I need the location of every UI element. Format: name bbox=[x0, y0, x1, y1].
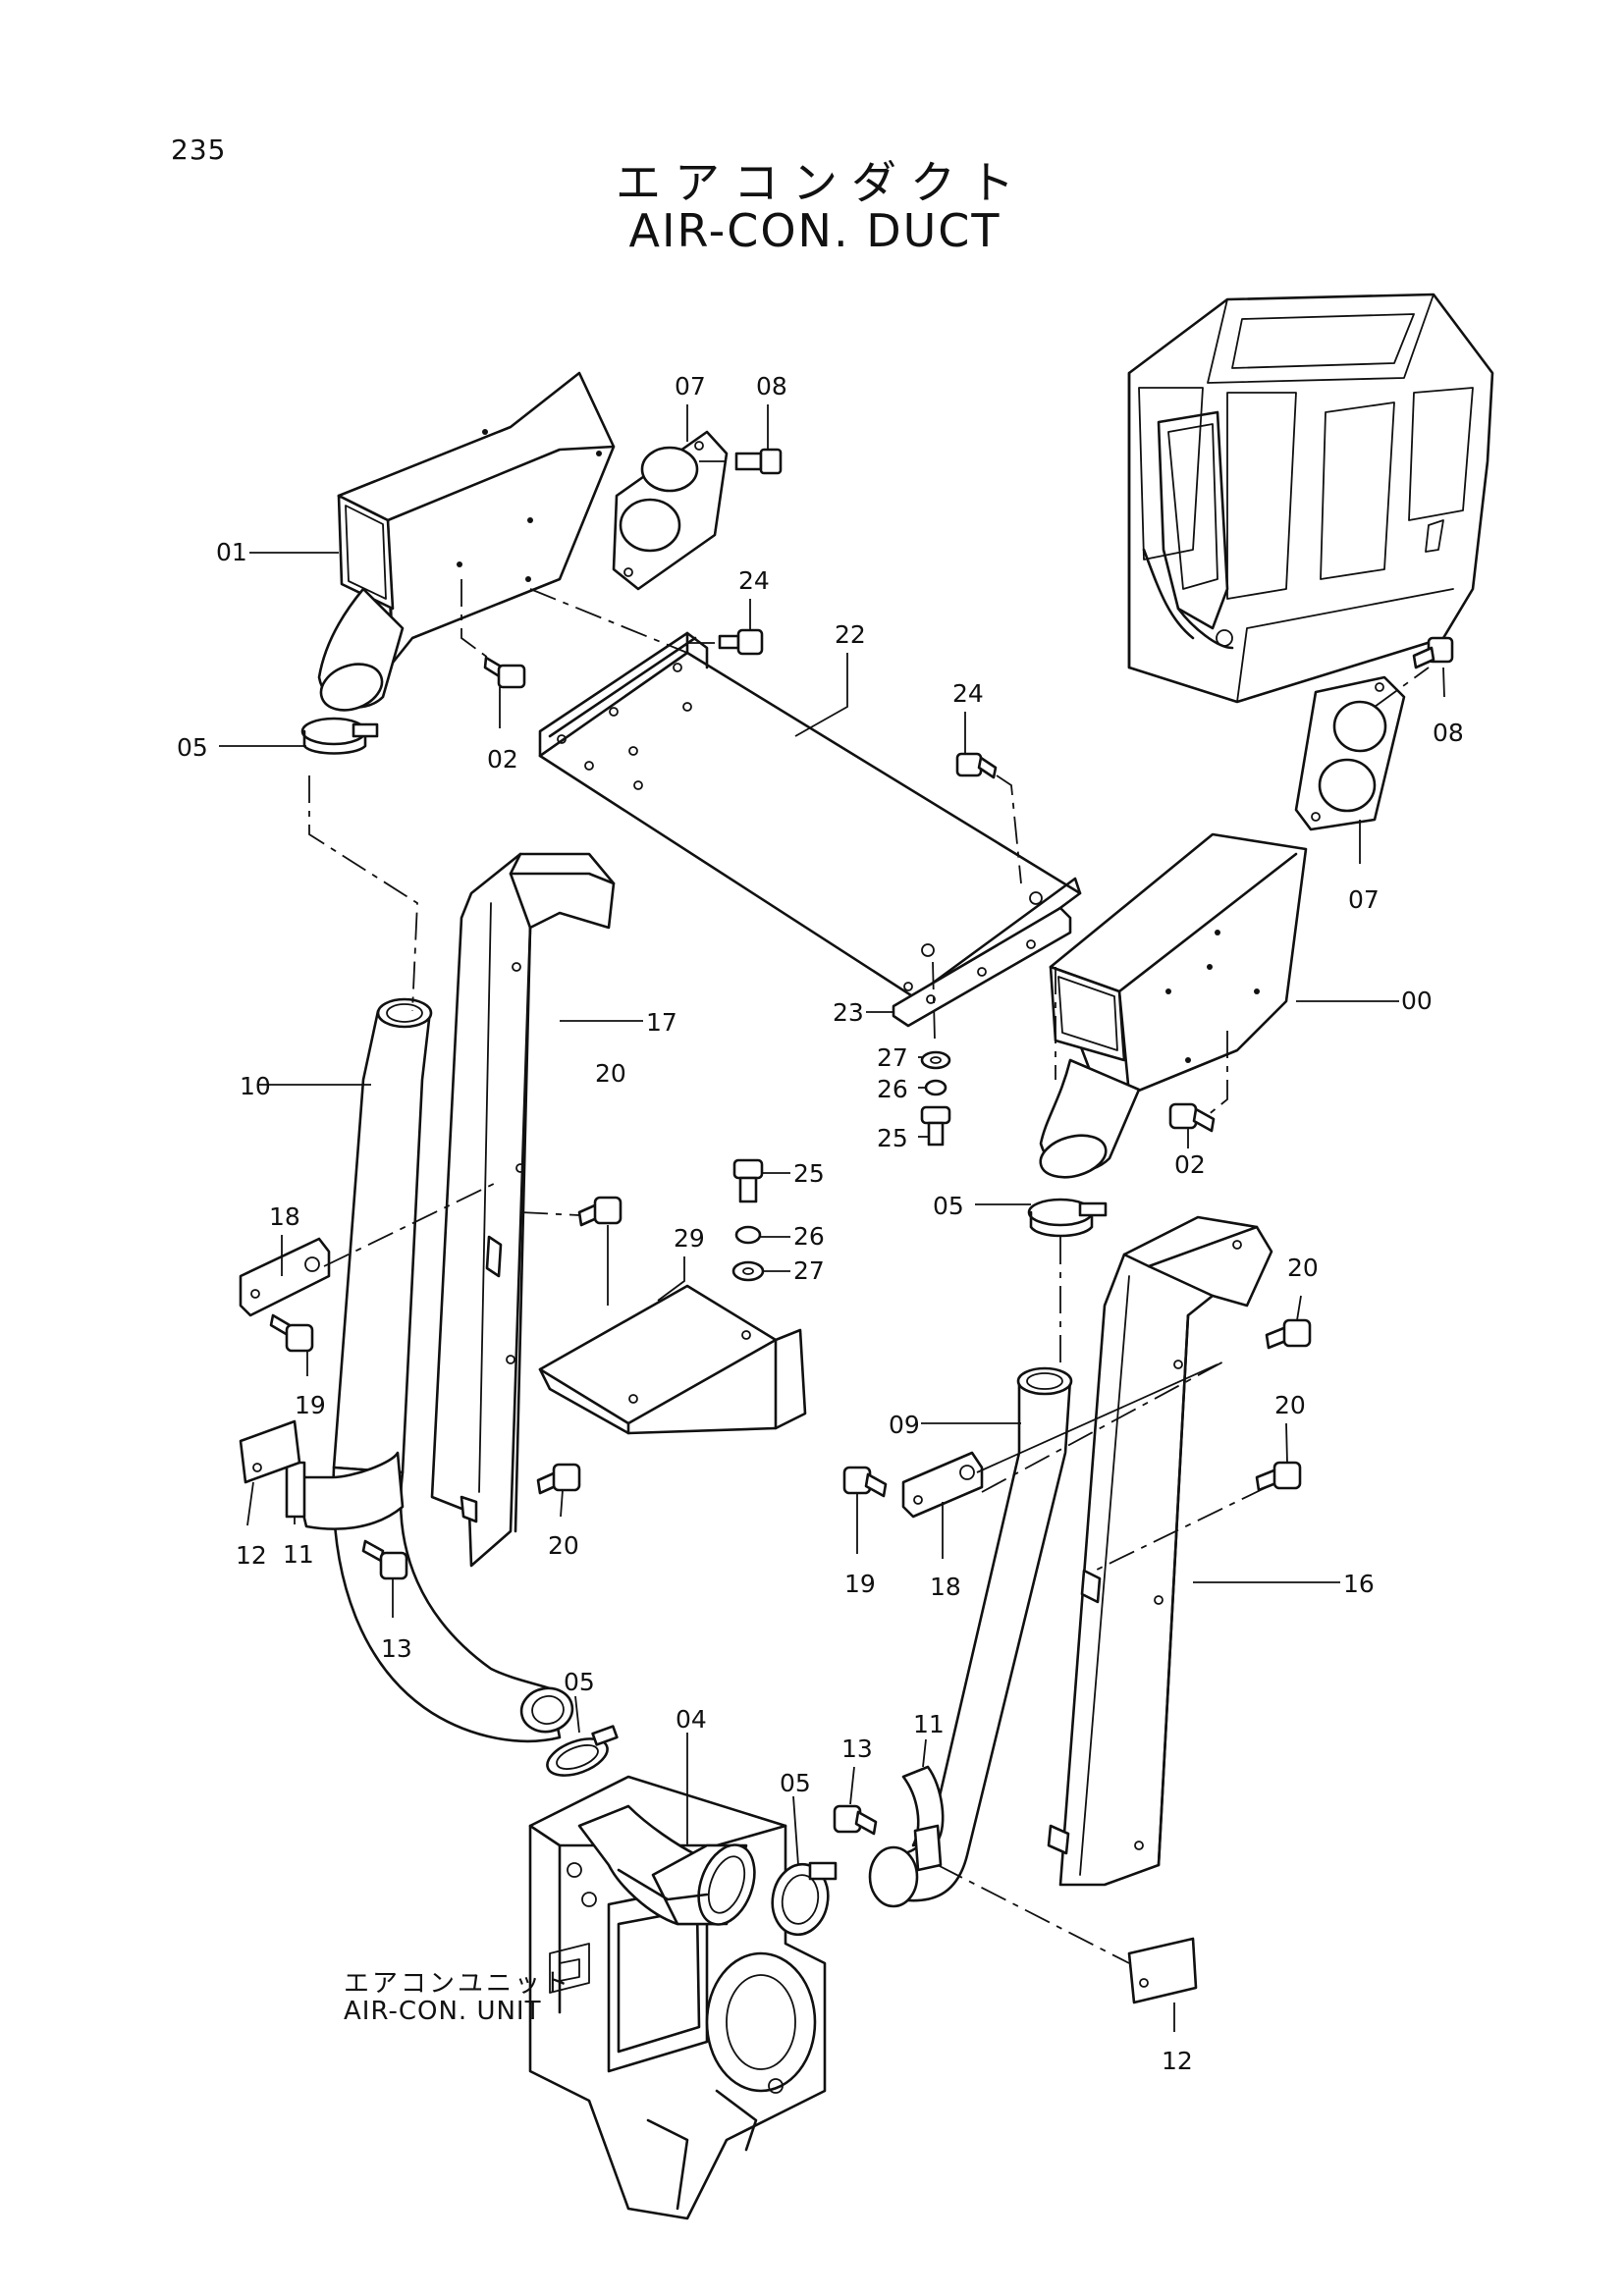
duct-01 bbox=[317, 371, 616, 712]
bolt-08-left bbox=[734, 448, 783, 475]
callout-11: 11 bbox=[913, 1710, 945, 1738]
bolt-02-right bbox=[1168, 1102, 1216, 1133]
callout-07: 07 bbox=[1348, 885, 1380, 914]
callout-20: 20 bbox=[595, 1059, 626, 1088]
plate-07-left bbox=[612, 430, 729, 591]
callout-01: 01 bbox=[216, 538, 247, 566]
callout-16: 16 bbox=[1343, 1570, 1375, 1598]
air-con-unit-label-japanese: エアコンユニット bbox=[344, 1969, 572, 1999]
clamp-11-right bbox=[901, 1765, 945, 1872]
callout-20: 20 bbox=[548, 1531, 579, 1560]
pipe-09 bbox=[868, 1366, 1073, 1908]
diagram-title-japanese: エアコンダクト bbox=[616, 156, 1028, 209]
clamp-05-lower bbox=[771, 1861, 838, 1937]
leader-lines bbox=[219, 404, 1445, 2032]
bracket-18-left bbox=[239, 1237, 331, 1317]
callout-05: 05 bbox=[564, 1668, 595, 1696]
bracket-29 bbox=[538, 1284, 807, 1435]
callout-00: 00 bbox=[1401, 987, 1433, 1015]
washer-27-center bbox=[920, 1050, 951, 1070]
callout-24: 24 bbox=[738, 566, 770, 595]
callout-27: 27 bbox=[793, 1256, 825, 1285]
callout-29: 29 bbox=[674, 1224, 705, 1253]
clamp-05-top-left bbox=[300, 717, 379, 755]
callout-09: 09 bbox=[889, 1411, 920, 1439]
callout-20: 20 bbox=[1287, 1254, 1319, 1282]
bolt-20-left-lower bbox=[536, 1463, 581, 1495]
washer-26-center bbox=[924, 1079, 947, 1096]
bolt-20-right-lower bbox=[1255, 1461, 1302, 1492]
plate-12-right bbox=[1127, 1937, 1198, 2004]
diagram-title-english: AIR-CON. DUCT bbox=[628, 204, 1001, 257]
callout-20: 20 bbox=[1274, 1391, 1306, 1419]
callout-13: 13 bbox=[381, 1634, 412, 1663]
callout-02: 02 bbox=[487, 745, 518, 774]
bracket-23 bbox=[892, 906, 1072, 1028]
tray-22 bbox=[538, 631, 1082, 1008]
callout-12: 12 bbox=[1162, 2047, 1193, 2075]
washer-26-right bbox=[734, 1225, 762, 1245]
pipe-10 bbox=[332, 997, 574, 1743]
callout-05: 05 bbox=[177, 733, 208, 762]
callout-27: 27 bbox=[877, 1043, 908, 1072]
shroud-17 bbox=[430, 852, 616, 1568]
callout-24: 24 bbox=[952, 679, 984, 708]
outlet-04 bbox=[577, 1804, 756, 1926]
callout-11: 11 bbox=[283, 1540, 314, 1569]
bolt-25-center bbox=[920, 1105, 951, 1147]
callout-05: 05 bbox=[933, 1192, 964, 1220]
bolt-25-right bbox=[732, 1158, 764, 1203]
bolt-20-left-upper bbox=[577, 1196, 623, 1227]
duct-00 bbox=[1039, 832, 1308, 1179]
callout-02: 02 bbox=[1174, 1150, 1206, 1179]
page-number: 235 bbox=[171, 133, 227, 166]
bolt-13-left bbox=[361, 1539, 408, 1580]
callout-labels: 01 02 02 00 04 05 05 05 05 07 07 08 08 0… bbox=[177, 372, 1464, 2075]
callout-04: 04 bbox=[676, 1705, 707, 1734]
callout-19: 19 bbox=[295, 1391, 326, 1419]
bolt-02-left bbox=[483, 656, 526, 689]
bracket-18-right bbox=[901, 1451, 984, 1519]
callout-10: 10 bbox=[240, 1072, 271, 1100]
bolt-20-right-upper bbox=[1265, 1318, 1312, 1350]
cab-illustration bbox=[1127, 293, 1494, 704]
callout-19: 19 bbox=[844, 1570, 876, 1598]
plate-07-right bbox=[1294, 675, 1406, 831]
callout-22: 22 bbox=[835, 620, 866, 649]
callout-08: 08 bbox=[756, 372, 787, 400]
bolt-24-upper bbox=[718, 628, 764, 656]
callout-18: 18 bbox=[930, 1573, 961, 1601]
bolt-19-left bbox=[269, 1313, 314, 1353]
callout-05: 05 bbox=[780, 1769, 811, 1797]
air-con-unit-label-english: AIR-CON. UNIT bbox=[344, 1997, 542, 2026]
callout-13: 13 bbox=[841, 1735, 873, 1763]
clamp-05-middle bbox=[546, 1725, 619, 1777]
callout-26: 26 bbox=[877, 1075, 908, 1103]
callout-23: 23 bbox=[833, 998, 864, 1027]
clamp-05-right bbox=[1027, 1198, 1108, 1238]
shroud-16 bbox=[1047, 1215, 1273, 1887]
callout-12: 12 bbox=[236, 1541, 267, 1570]
plate-12-left bbox=[239, 1419, 301, 1484]
callout-07: 07 bbox=[675, 372, 706, 400]
callout-25: 25 bbox=[793, 1159, 825, 1188]
callout-25: 25 bbox=[877, 1124, 908, 1152]
callout-18: 18 bbox=[269, 1202, 300, 1231]
washer-27-right bbox=[731, 1260, 765, 1282]
bolt-08-right bbox=[1412, 636, 1454, 669]
callout-17: 17 bbox=[646, 1008, 677, 1037]
callout-26: 26 bbox=[793, 1222, 825, 1251]
bolt-24-lower bbox=[955, 752, 998, 779]
bolt-13-right bbox=[833, 1804, 878, 1836]
bolt-19-right bbox=[842, 1466, 888, 1498]
callout-08: 08 bbox=[1433, 719, 1464, 747]
